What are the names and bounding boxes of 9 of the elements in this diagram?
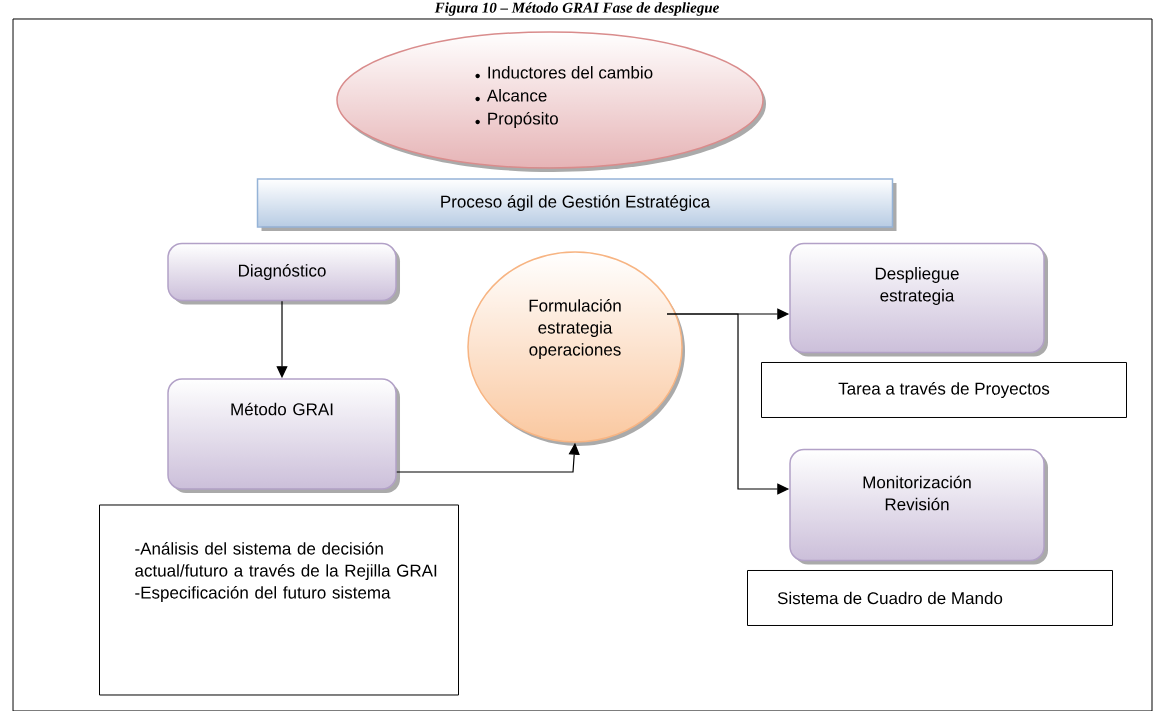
process-box: Despliegue estrategia — [789, 242, 1045, 354]
process-box: Diagnóstico — [167, 242, 397, 302]
banner-box: Proceso ágil de Gestión Estratégica — [256, 178, 894, 228]
text-box: Tarea a través de Proyectos — [761, 362, 1127, 418]
text-box: -Análisis del sistema de decisión actual/futuro a través de la Rejilla GRAI -Especificación del futuro sistema — [99, 504, 459, 696]
process-box: Monitorización Revisión — [789, 448, 1045, 562]
process-box: Método GRAI — [167, 378, 397, 490]
text-box: Sistema de Cuadro de Mando — [747, 570, 1113, 626]
figure-title: Figura 10 – Método GRAI Fase de despliegue — [433, 1, 721, 17]
